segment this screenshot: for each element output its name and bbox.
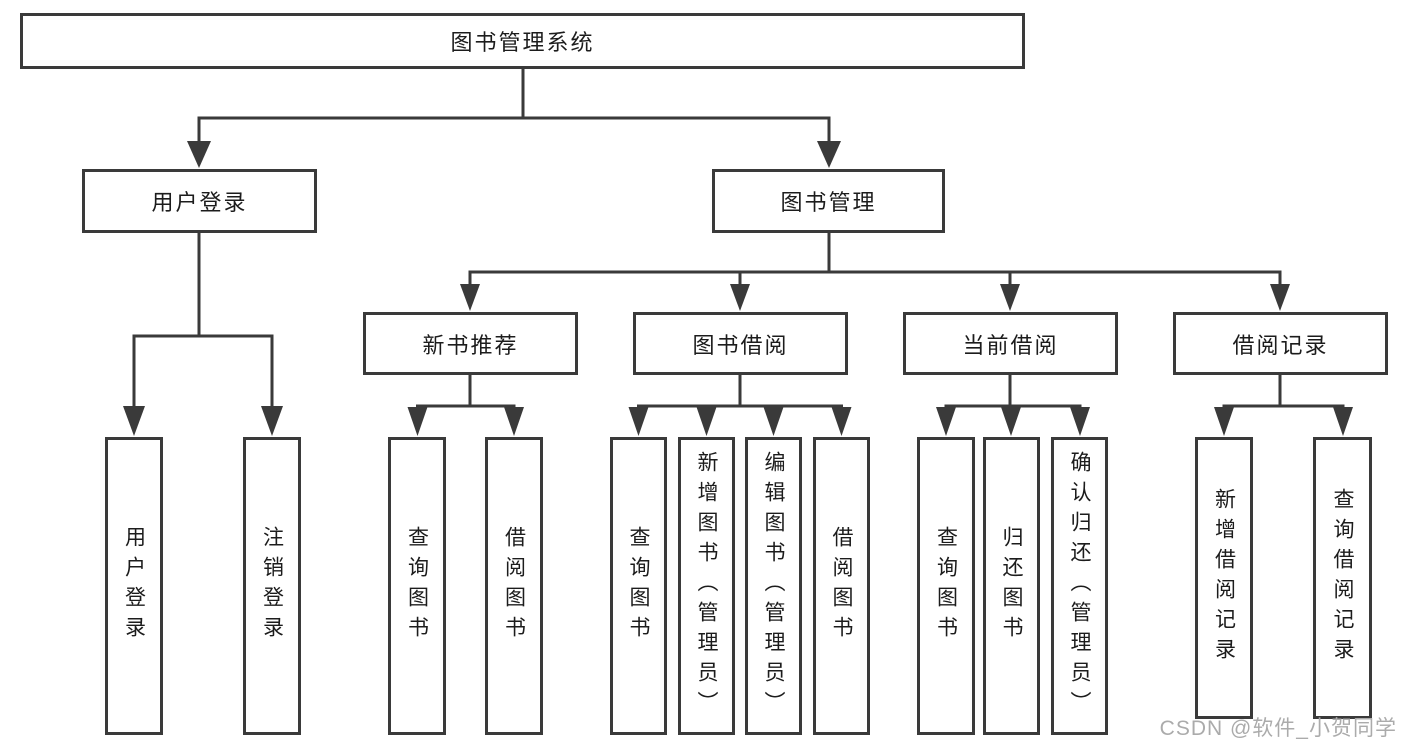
arrowhead [831,407,852,436]
arrowhead [763,407,784,436]
arrowhead [730,284,750,311]
arrowhead [504,407,524,436]
arrowhead [1001,407,1021,436]
leaf-query-borrow-record: 查询借阅记录 [1313,437,1372,719]
arrowhead [1000,284,1020,311]
leaf-user-login: 用户登录 [105,437,163,735]
arrowhead [1214,407,1234,436]
leaf-query-book: 查询图书 [610,437,667,735]
csdn-watermark: CSDN @软件_小贺同学 [1159,717,1397,740]
node-book-management: 图书管理 [712,169,945,233]
node-borrow-records: 借阅记录 [1173,312,1388,375]
arrowhead [123,406,145,436]
arrowhead [187,141,211,168]
leaf-borrow-book: 借阅图书 [485,437,543,735]
arrowhead [1270,284,1290,311]
leaf-return-book: 归还图书 [983,437,1040,735]
leaf-query-book: 查询图书 [917,437,975,735]
leaf-confirm-return-admin: 确认归还（管理员） [1051,437,1108,735]
node-book-borrow: 图书借阅 [633,312,848,375]
leaf-borrow-book: 借阅图书 [813,437,870,735]
arrowhead [1070,407,1090,436]
leaf-add-book-admin: 新增图书（管理员） [678,437,735,735]
leaf-query-book: 查询图书 [388,437,446,735]
arrowhead [628,407,649,436]
leaf-edit-book-admin: 编辑图书（管理员） [745,437,802,735]
node-root: 图书管理系统 [20,13,1025,69]
leaf-logout: 注销登录 [243,437,301,735]
node-new-book-recommend: 新书推荐 [363,312,578,375]
arrowhead [261,406,283,436]
arrowhead [936,407,956,436]
node-user-login: 用户登录 [82,169,317,233]
arrowhead [407,407,428,436]
arrowhead [817,141,841,168]
arrowhead [1333,407,1353,436]
arrowhead [460,284,480,311]
leaf-add-borrow-record: 新增借阅记录 [1195,437,1253,719]
node-current-borrow: 当前借阅 [903,312,1118,375]
arrowhead [696,407,717,436]
